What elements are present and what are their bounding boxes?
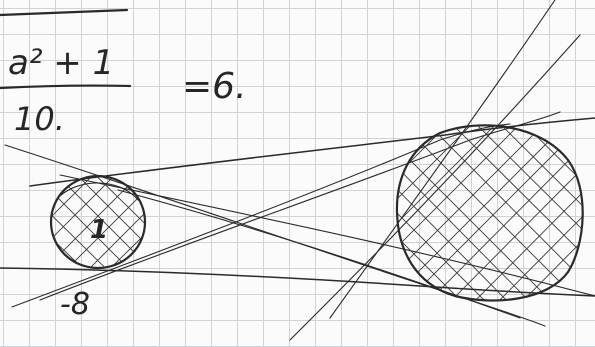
small-circle-label: 1	[90, 215, 108, 245]
point-label: -8	[60, 287, 90, 322]
fraction-bar	[0, 84, 132, 90]
fraction-denominator: 10.	[14, 100, 65, 138]
fraction-numerator: a² + 1	[8, 43, 114, 83]
top-stroke	[0, 8, 129, 17]
equals-six: =6.	[182, 66, 247, 107]
